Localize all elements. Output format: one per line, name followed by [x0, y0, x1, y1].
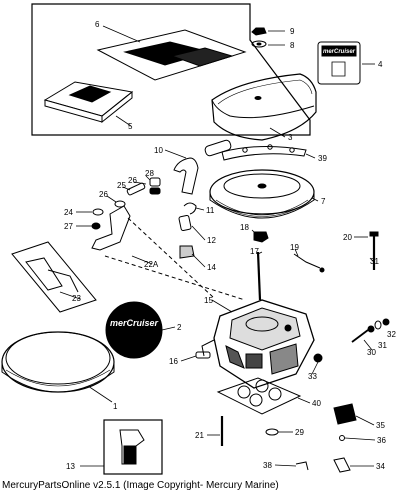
callout-1: 1: [113, 402, 118, 411]
callout-6: 6: [95, 20, 100, 29]
callout-35: 35: [376, 421, 385, 430]
air-cleaner-base: [1, 331, 115, 393]
mounting-screw: [369, 231, 379, 270]
cover-box: [43, 81, 134, 124]
copyright-footer: MercuryPartsOnline v2.5.1 (Image Copyrig…: [2, 480, 279, 491]
callout-14: 14: [207, 263, 216, 272]
callout-8: 8: [290, 41, 295, 50]
badge-decal-text: merCruiser: [323, 49, 356, 55]
callout-15: 15: [204, 296, 213, 305]
callout-7: 7: [321, 197, 326, 206]
callout-25: 25: [117, 181, 126, 190]
callout-23: 23: [72, 294, 81, 303]
air-cleaner-lid: [211, 73, 317, 141]
callout-31: 31: [378, 341, 387, 350]
callout-26: 26: [128, 176, 137, 185]
callout-32: 32: [387, 330, 396, 339]
callout-labels: 6 5 9 8 4 3 10 39 7 11 12 14 18 17 19 20…: [64, 20, 396, 471]
callout-4: 4: [378, 60, 383, 69]
throttle-lever-bracket: [91, 205, 246, 301]
linkage-small-parts: [91, 177, 161, 230]
callout-18: 18: [240, 223, 249, 232]
callout-21: 21: [195, 431, 204, 440]
solenoid-parts: [295, 403, 357, 473]
callout-26-left: 26: [99, 190, 108, 199]
callout-31-top: 31: [370, 257, 379, 266]
air-cleaner-cover-inset: [31, 3, 311, 136]
callout-12: 12: [207, 236, 216, 245]
choke-rod: [293, 253, 325, 273]
callout-11: 11: [206, 206, 215, 215]
callout-28: 28: [145, 169, 154, 178]
callout-20: 20: [343, 233, 352, 242]
logo-decal: merCruiser: [105, 301, 163, 359]
callout-30: 30: [367, 348, 376, 357]
callout-27: 27: [64, 222, 73, 231]
nut-and-washer: [251, 27, 267, 48]
carburetor-body: [201, 299, 315, 389]
vent-hose: [173, 139, 232, 195]
callout-9: 9: [290, 27, 295, 36]
callout-3: 3: [288, 133, 293, 142]
bracket-inset: [11, 241, 97, 313]
callout-19: 19: [290, 243, 299, 252]
callout-16: 16: [169, 357, 178, 366]
callout-36: 36: [377, 436, 386, 445]
stud-and-washer: [220, 416, 279, 446]
callout-34: 34: [376, 462, 385, 471]
small-screw: [195, 351, 211, 359]
lid-gasket: [221, 144, 307, 161]
callout-39: 39: [318, 154, 327, 163]
exploded-parts-diagram: merCruiser: [1, 3, 396, 475]
callout-17: 17: [250, 247, 259, 256]
logo-decal-text: merCruiser: [110, 318, 159, 328]
base-gasket: [216, 377, 302, 415]
air-filter-element: [209, 169, 315, 219]
fuel-inlet-inset: [103, 419, 163, 475]
decal-cover: [96, 29, 247, 81]
callout-29: 29: [295, 428, 304, 437]
badge-decal: [317, 41, 361, 85]
callout-33: 33: [308, 372, 317, 381]
callout-5: 5: [128, 122, 133, 131]
leader-lines: [59, 25, 376, 467]
callout-13: 13: [66, 462, 75, 471]
long-stud: [256, 251, 262, 301]
callout-22a: 22A: [144, 260, 159, 269]
callout-10: 10: [154, 146, 163, 155]
callout-38: 38: [263, 461, 272, 470]
callout-2: 2: [177, 323, 182, 332]
callout-24: 24: [64, 208, 73, 217]
fastener-set: [313, 318, 390, 363]
stud-nut: [253, 231, 269, 243]
choke-parts: [178, 202, 197, 259]
callout-40: 40: [312, 399, 321, 408]
